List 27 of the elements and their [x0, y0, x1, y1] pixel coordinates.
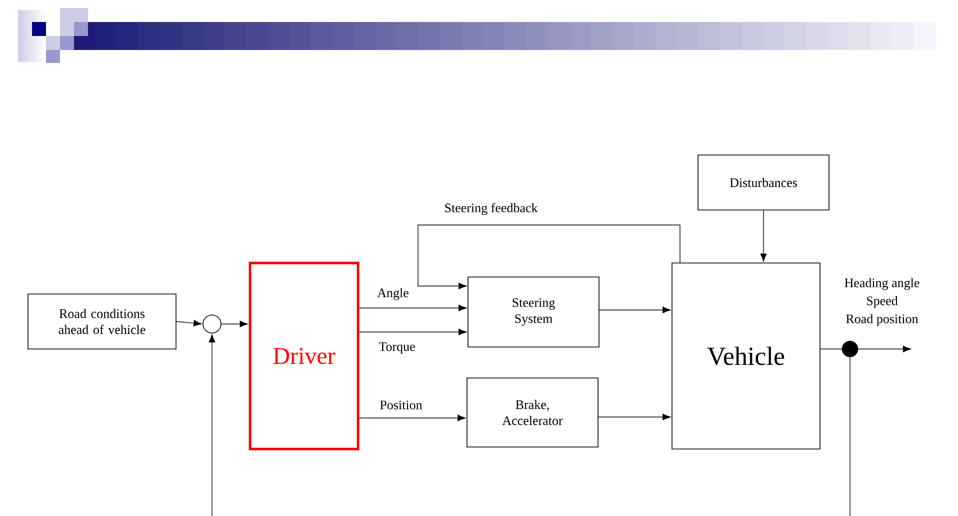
- signal-label: Heading angle: [844, 278, 920, 290]
- signal-label: Speed: [866, 296, 898, 308]
- summing-junction: [202, 314, 222, 334]
- arrow: [208, 334, 216, 516]
- process-box: Brake, Accelerator: [466, 378, 598, 448]
- edge-label: Torque: [378, 342, 415, 354]
- arrow: [760, 210, 767, 262]
- arrow: [358, 304, 467, 312]
- signal-label: Road position: [846, 314, 918, 326]
- arrow: [418, 224, 680, 290]
- process-box: Disturbances: [698, 154, 830, 210]
- vehicle-box: Vehicle: [672, 262, 820, 450]
- arrow: [858, 346, 911, 352]
- process-box: Steering System: [468, 276, 600, 348]
- process-box: Road conditions ahead of vehicle: [28, 294, 176, 350]
- edge-label: Position: [380, 400, 422, 410]
- arrow: [176, 320, 202, 326]
- edge-label: Angle: [377, 288, 408, 300]
- arrow: [221, 320, 248, 328]
- arrow: [358, 414, 466, 422]
- connector-line: [820, 348, 842, 350]
- arrow: [598, 414, 671, 420]
- driver-box: Driver: [248, 262, 360, 450]
- arrow: [599, 306, 671, 314]
- arrow: [358, 328, 467, 336]
- edge-label: Steering feedback: [445, 203, 538, 215]
- junction-dot: [842, 340, 858, 358]
